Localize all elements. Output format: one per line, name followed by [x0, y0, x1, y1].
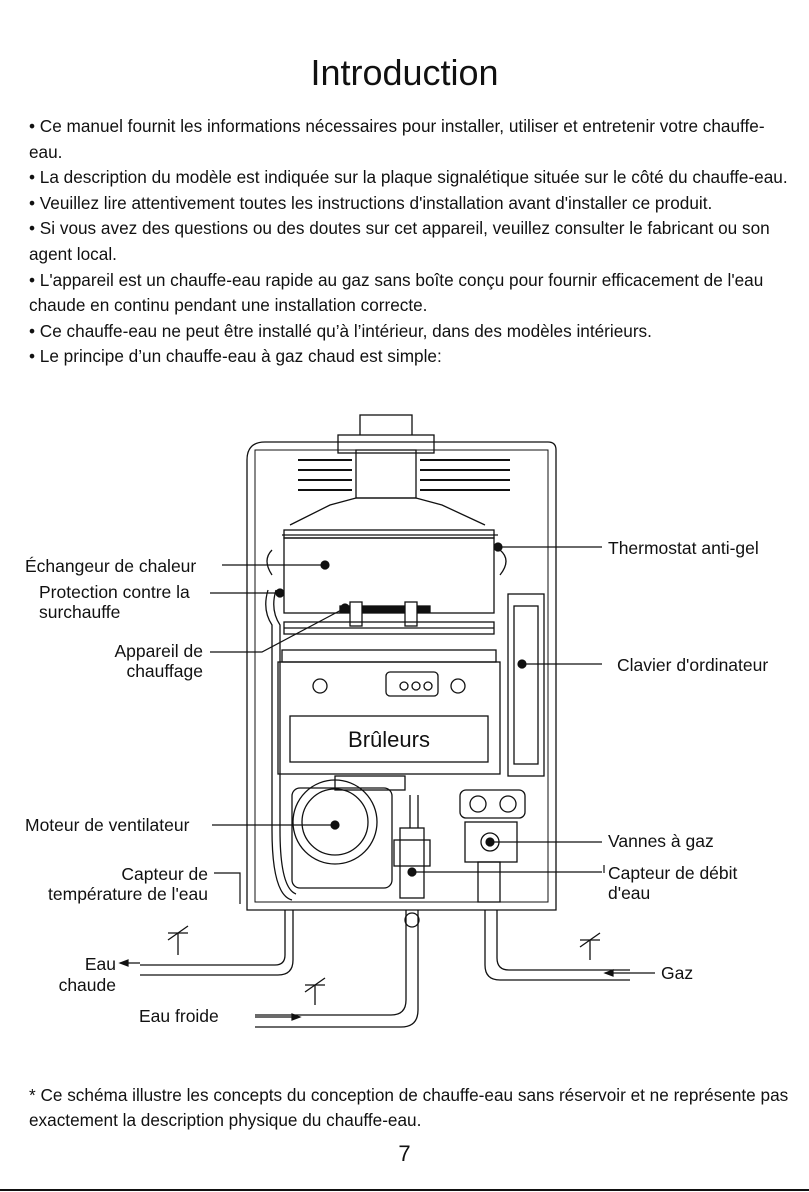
- bullet-item: • L'appareil est un chauffe-eau rapide a…: [29, 269, 764, 316]
- label-computer-keyboard: Clavier d'ordinateur: [617, 655, 769, 675]
- intro-bullet-list: • Ce manuel fournit les informations néc…: [29, 114, 789, 370]
- label-water-flow-sensor-line2: d'eau: [608, 883, 651, 903]
- bullet-item: • Ce manuel fournit les informations néc…: [29, 116, 765, 162]
- label-gas-valves: Vannes à gaz: [608, 831, 714, 851]
- page-title: Introduction: [310, 52, 499, 93]
- label-heater-line2: chauffage: [126, 661, 203, 681]
- label-overheat-protection-line1: Protection contre la: [39, 582, 190, 602]
- label-overheat-protection-line2: surchauffe: [39, 602, 121, 622]
- label-water-temp-sensor-line2: température de l'eau: [48, 884, 208, 904]
- label-water-flow-sensor-line1: Capteur de débit: [608, 863, 738, 883]
- bullet-item: • Le principe d’un chauffe-eau à gaz cha…: [29, 346, 442, 367]
- label-hot-water-line2: chaude: [58, 975, 116, 995]
- label-hot-water-line1: Eau: [84, 954, 116, 974]
- page-number: 7: [398, 1141, 411, 1166]
- label-antifreeze-thermostat: Thermostat anti-gel: [608, 538, 759, 558]
- label-heater-line1: Appareil de: [114, 641, 203, 661]
- bullet-item: • Ce chauffe-eau ne peut être installé q…: [29, 320, 652, 341]
- bullet-item: • Veuillez lire attentivement toutes les…: [29, 192, 713, 213]
- label-heat-exchanger: Échangeur de chaleur: [25, 556, 197, 576]
- label-water-temp-sensor-line1: Capteur de: [121, 864, 208, 884]
- bottom-rule: [0, 1189, 809, 1191]
- bullet-item: • Si vous avez des questions ou des dout…: [29, 218, 770, 264]
- bullet-item: • La description du modèle est indiquée …: [29, 167, 788, 188]
- label-gas: Gaz: [661, 963, 694, 983]
- diagram-footnote: * Ce schéma illustre les concepts du con…: [29, 1085, 789, 1130]
- water-heater-diagram: [118, 414, 655, 1028]
- label-fan-motor: Moteur de ventilateur: [25, 815, 190, 835]
- label-cold-water: Eau froide: [139, 1006, 219, 1026]
- label-burners: Brûleurs: [348, 727, 430, 752]
